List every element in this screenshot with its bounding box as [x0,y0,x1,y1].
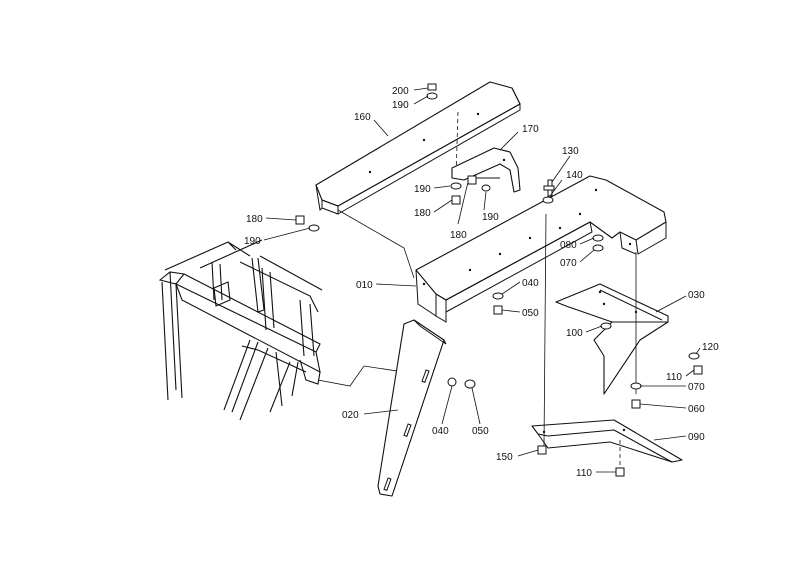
callout-190: 190 [414,184,431,195]
callout-180: 180 [450,230,467,241]
callout-190: 190 [244,236,261,247]
part-020-side-cover [377,319,447,497]
callout-070: 070 [560,258,577,269]
hardware [295,83,703,477]
callout-130: 130 [562,146,579,157]
callout-180: 180 [414,208,431,219]
callout-140: 140 [566,170,583,181]
callout-060: 060 [688,404,705,415]
callout-150: 150 [496,452,513,463]
callout-040: 040 [522,278,539,289]
callout-labels: 200 190 160 170 130 140 190 180 180 190 … [244,86,719,479]
callout-050: 050 [472,426,489,437]
callout-010: 010 [356,280,373,291]
part-160-upper-cover [315,81,521,215]
callout-200: 200 [392,86,409,97]
callout-090: 090 [688,432,705,443]
callout-080: 080 [560,240,577,251]
callout-110: 110 [666,372,682,383]
callout-070: 070 [688,382,705,393]
callout-190: 190 [392,100,409,111]
part-010-main-cover [415,175,667,323]
callout-040: 040 [432,426,449,437]
callout-110: 110 [576,468,592,479]
leader-lines [263,87,701,473]
part-030-side-panel [555,283,669,395]
callout-160: 160 [354,112,371,123]
callout-050: 050 [522,308,539,319]
callout-030: 030 [688,290,705,301]
callout-020: 020 [342,410,359,421]
callout-180: 180 [246,214,263,225]
callout-100: 100 [566,328,583,339]
tractor-frame [158,239,323,421]
callout-170: 170 [522,124,539,135]
callout-120: 120 [702,342,719,353]
part-090-bottom-plate [531,419,683,463]
callout-190: 190 [482,212,499,223]
